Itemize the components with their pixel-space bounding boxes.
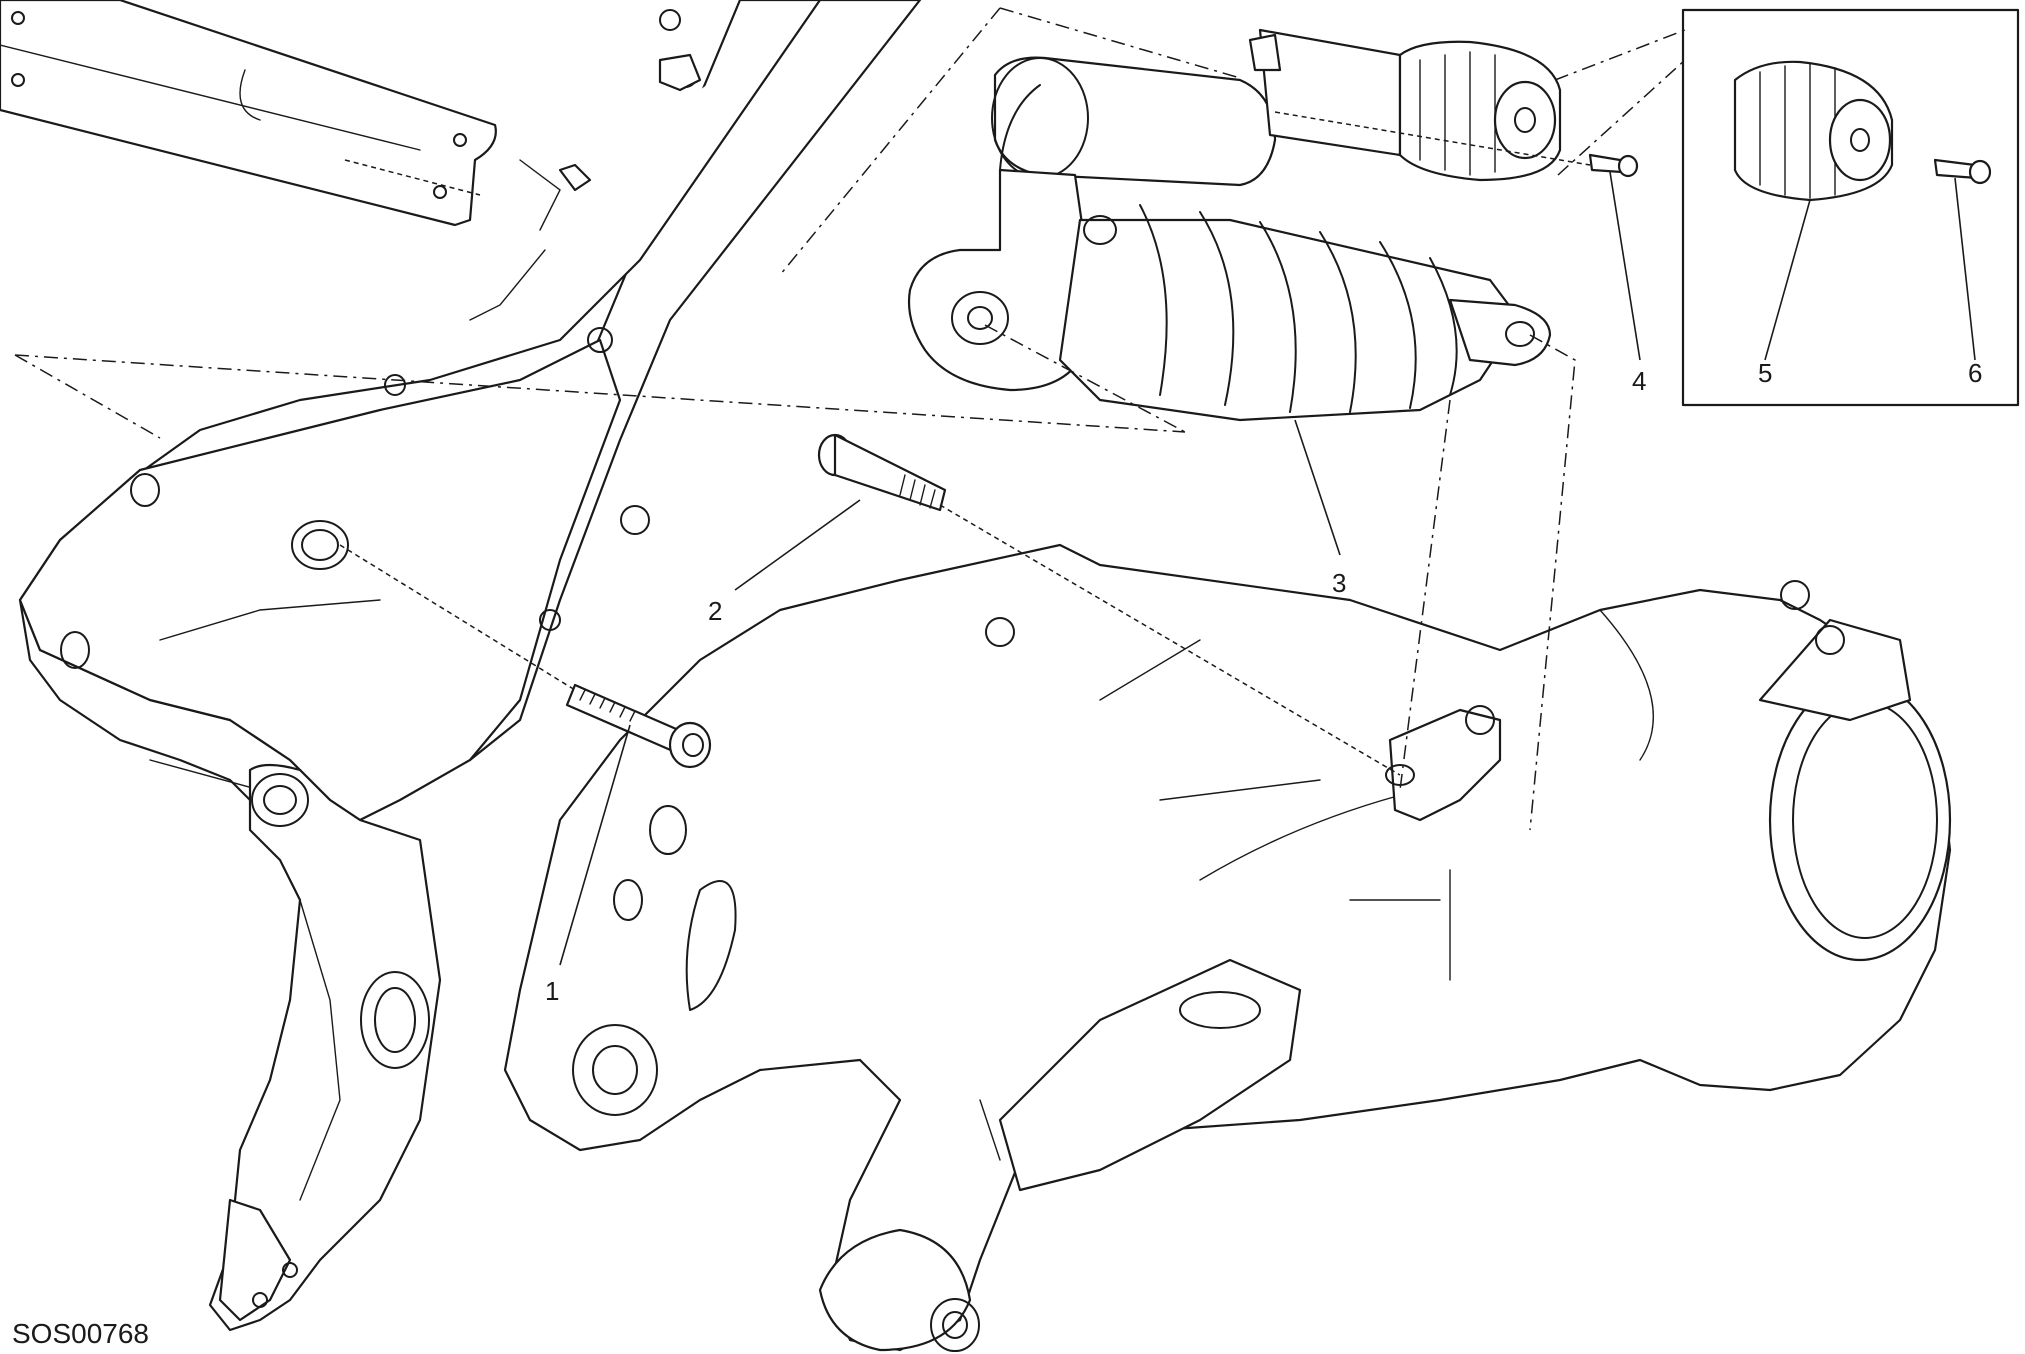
shock-absorber-3 [907,56,1552,422]
swingarm-linkage [998,958,1302,1192]
callout-1: 1 [545,976,559,1006]
detail-inset-frame [1681,8,2020,407]
frame-lower-hanger [208,763,442,1332]
assembly-lines [14,7,1686,831]
drawing-code: SOS00768 [12,1318,149,1349]
bolt-2 [817,433,947,512]
swingarm [503,543,1952,1352]
callout-6: 6 [1968,358,1982,388]
callout-4: 4 [1632,366,1646,396]
axle-carrier-ring [1768,678,1952,962]
shock-bottom-eye [1448,298,1552,367]
frame-assembly [0,0,922,1332]
bolt-1 [565,683,712,769]
callout-leaders [559,171,1976,966]
screw-4 [1588,153,1624,174]
swingarm-body [503,543,1952,1352]
detail-inset [1681,8,2020,407]
callout-2: 2 [708,596,722,626]
callout-3: 3 [1332,568,1346,598]
callout-5: 5 [1758,358,1772,388]
frame-lower-section [18,338,622,822]
adjuster-knob-assembly [1248,28,1639,182]
swingarm-shock-mount [1388,708,1502,822]
shock-top-eye [907,168,1092,392]
